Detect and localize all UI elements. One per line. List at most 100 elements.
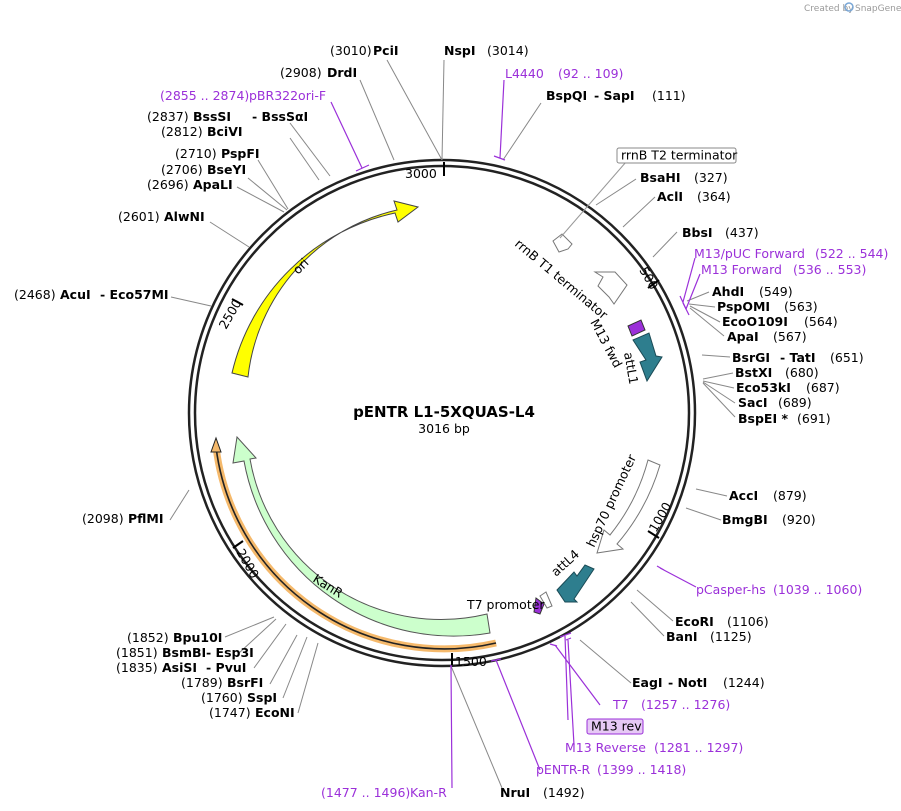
tick-500: 500: [636, 264, 661, 292]
site-pcii-pos: (3010): [330, 43, 372, 58]
kanr-feature: KanR: [232, 435, 491, 637]
site-acli-pos: (364): [697, 189, 731, 204]
attl1-feature: attL1: [621, 332, 663, 386]
attl4-feature: attL4: [548, 546, 595, 603]
primer-l4440-range: (92 .. 109): [558, 66, 623, 81]
site-drdi: DrdI: [327, 65, 357, 80]
primer-l4440: L4440: [505, 66, 544, 81]
site-pspomi: PspOMI: [717, 299, 770, 314]
site-bmgbi: BmgBI: [722, 512, 768, 527]
site-saci: SacI: [738, 395, 768, 410]
site-ecori-pos: (1106): [727, 614, 769, 629]
site-eco109-pos: (564): [804, 314, 838, 329]
primer-t7-range: (1257 .. 1276): [641, 697, 730, 712]
site-tati: - TatI: [780, 350, 816, 365]
plasmid-length: 3016 bp: [418, 421, 470, 436]
attl1-label: attL1: [621, 351, 641, 386]
site-nrui-pos: (1492): [543, 785, 585, 800]
leader-lines: [169, 59, 736, 789]
tick-3000: 3000: [405, 166, 437, 181]
m13fwd-label: M13 fwd: [587, 316, 625, 370]
site-bsahi-pos: (327): [694, 170, 728, 185]
site-bstxi: BstXI: [735, 365, 772, 380]
site-eco53ki: Eco53kI: [736, 380, 791, 395]
site-eco57mi: - Eco57MI: [100, 287, 169, 302]
tick-1000: 1000: [646, 499, 675, 534]
site-apali: ApaLI: [193, 177, 233, 192]
site-ahdi: AhdI: [712, 284, 744, 299]
kanr-primer-band: [212, 446, 497, 653]
site-bmgbi-pos: (920): [782, 512, 816, 527]
primer-pbr322-range: (2855 .. 2874): [160, 88, 249, 103]
site-pspfi: PspFI: [221, 146, 260, 161]
site-pflmi-pos: (2098): [82, 511, 124, 526]
hsp70-feature: hsp70 promoter: [583, 451, 661, 554]
site-eco109: EcoO109I: [722, 314, 788, 329]
site-eco53ki-pos: (687): [806, 380, 840, 395]
rrnb-t2-feature: rrnB T2 terminator: [552, 147, 738, 253]
site-bseyi-pos: (2706): [161, 162, 203, 177]
site-econi-pos: (1747): [209, 705, 251, 720]
site-bcivi: BciVI: [207, 124, 243, 139]
t7-promoter-label: T7 promoter: [466, 597, 545, 612]
site-apali-pos: (2696): [147, 177, 189, 192]
site-sspi-pos: (1760): [201, 690, 243, 705]
primer-m13f: M13 Forward: [701, 262, 782, 277]
site-bsmbi-pos: (1851): [116, 645, 158, 660]
site-ecori: EcoRI: [675, 614, 714, 629]
site-asisi-pos: (1835): [116, 660, 158, 675]
t7-promoter-feature: T7 promoter: [466, 591, 553, 615]
site-noti: - NotI: [668, 675, 707, 690]
site-bbsi: BbsI: [682, 225, 713, 240]
attl4-label: attL4: [548, 546, 582, 579]
credit-prefix: Created by: [804, 4, 854, 14]
site-bsssai: - BssSαI: [252, 109, 308, 124]
site-nrui: NruI: [500, 785, 530, 800]
primer-m13puc: M13/pUC Forward: [694, 246, 805, 261]
site-sapi: - SapI: [594, 88, 635, 103]
kanr-primer-arrow: [210, 436, 222, 453]
site-alwni: AlwNI: [164, 209, 205, 224]
site-bsahi: BsaHI: [640, 170, 681, 185]
plasmid-name: pENTR L1-5XQUAS-L4: [353, 403, 535, 421]
ori-feature: ori: [231, 200, 420, 378]
site-asisi: AsiSI: [162, 660, 197, 675]
site-bpu10i-pos: (1852): [127, 630, 169, 645]
primer-pentrr: pENTR-R: [536, 762, 591, 777]
site-econi: EcoNI: [255, 705, 295, 720]
primer-pbr322: pBR322ori-F: [249, 88, 326, 103]
site-bbsi-pos: (437): [725, 225, 759, 240]
site-drdi-pos: (2908): [280, 65, 322, 80]
primer-leaders: [330, 79, 701, 789]
site-esp3i: - Esp3I: [206, 645, 254, 660]
site-pvui: - PvuI: [206, 660, 246, 675]
primer-m13puc-range: (522 .. 544): [815, 246, 888, 261]
site-bspei: BspEI *: [738, 411, 788, 426]
site-pcii: PciI: [373, 43, 399, 58]
site-apai-pos: (567): [773, 329, 807, 344]
credit-brand: SnapGene: [855, 4, 901, 14]
primer-pentrr-range: (1399 .. 1418): [597, 762, 686, 777]
site-nspi-pos: (3014): [487, 43, 529, 58]
site-acui-pos: (2468): [14, 287, 56, 302]
site-bspqi: BspQI: [546, 88, 587, 103]
site-bsmbi: BsmBI: [162, 645, 206, 660]
primer-m13f-range: (536 .. 553): [793, 262, 866, 277]
site-pspfi-pos: (2710): [175, 146, 217, 161]
tick-marks: [231, 162, 660, 665]
site-bseyi: BseYI: [207, 162, 246, 177]
site-apai: ApaI: [727, 329, 759, 344]
site-bsssi: BssSI: [193, 109, 231, 124]
site-pspomi-pos: (563): [784, 299, 818, 314]
site-bspqi-pos: (111): [652, 88, 686, 103]
site-bsssi-pos: (2837): [147, 109, 189, 124]
primer-m13rev-box: [586, 718, 644, 735]
site-eagi: EagI: [632, 675, 663, 690]
site-acui: AcuI: [60, 287, 91, 302]
snapgene-logo-icon: [844, 2, 854, 12]
primer-m13rev: M13 rev: [591, 719, 642, 734]
site-bsrgi: BsrGI: [732, 350, 770, 365]
site-acli: AclI: [657, 189, 683, 204]
primer-kanr: Kan-R: [410, 785, 447, 800]
